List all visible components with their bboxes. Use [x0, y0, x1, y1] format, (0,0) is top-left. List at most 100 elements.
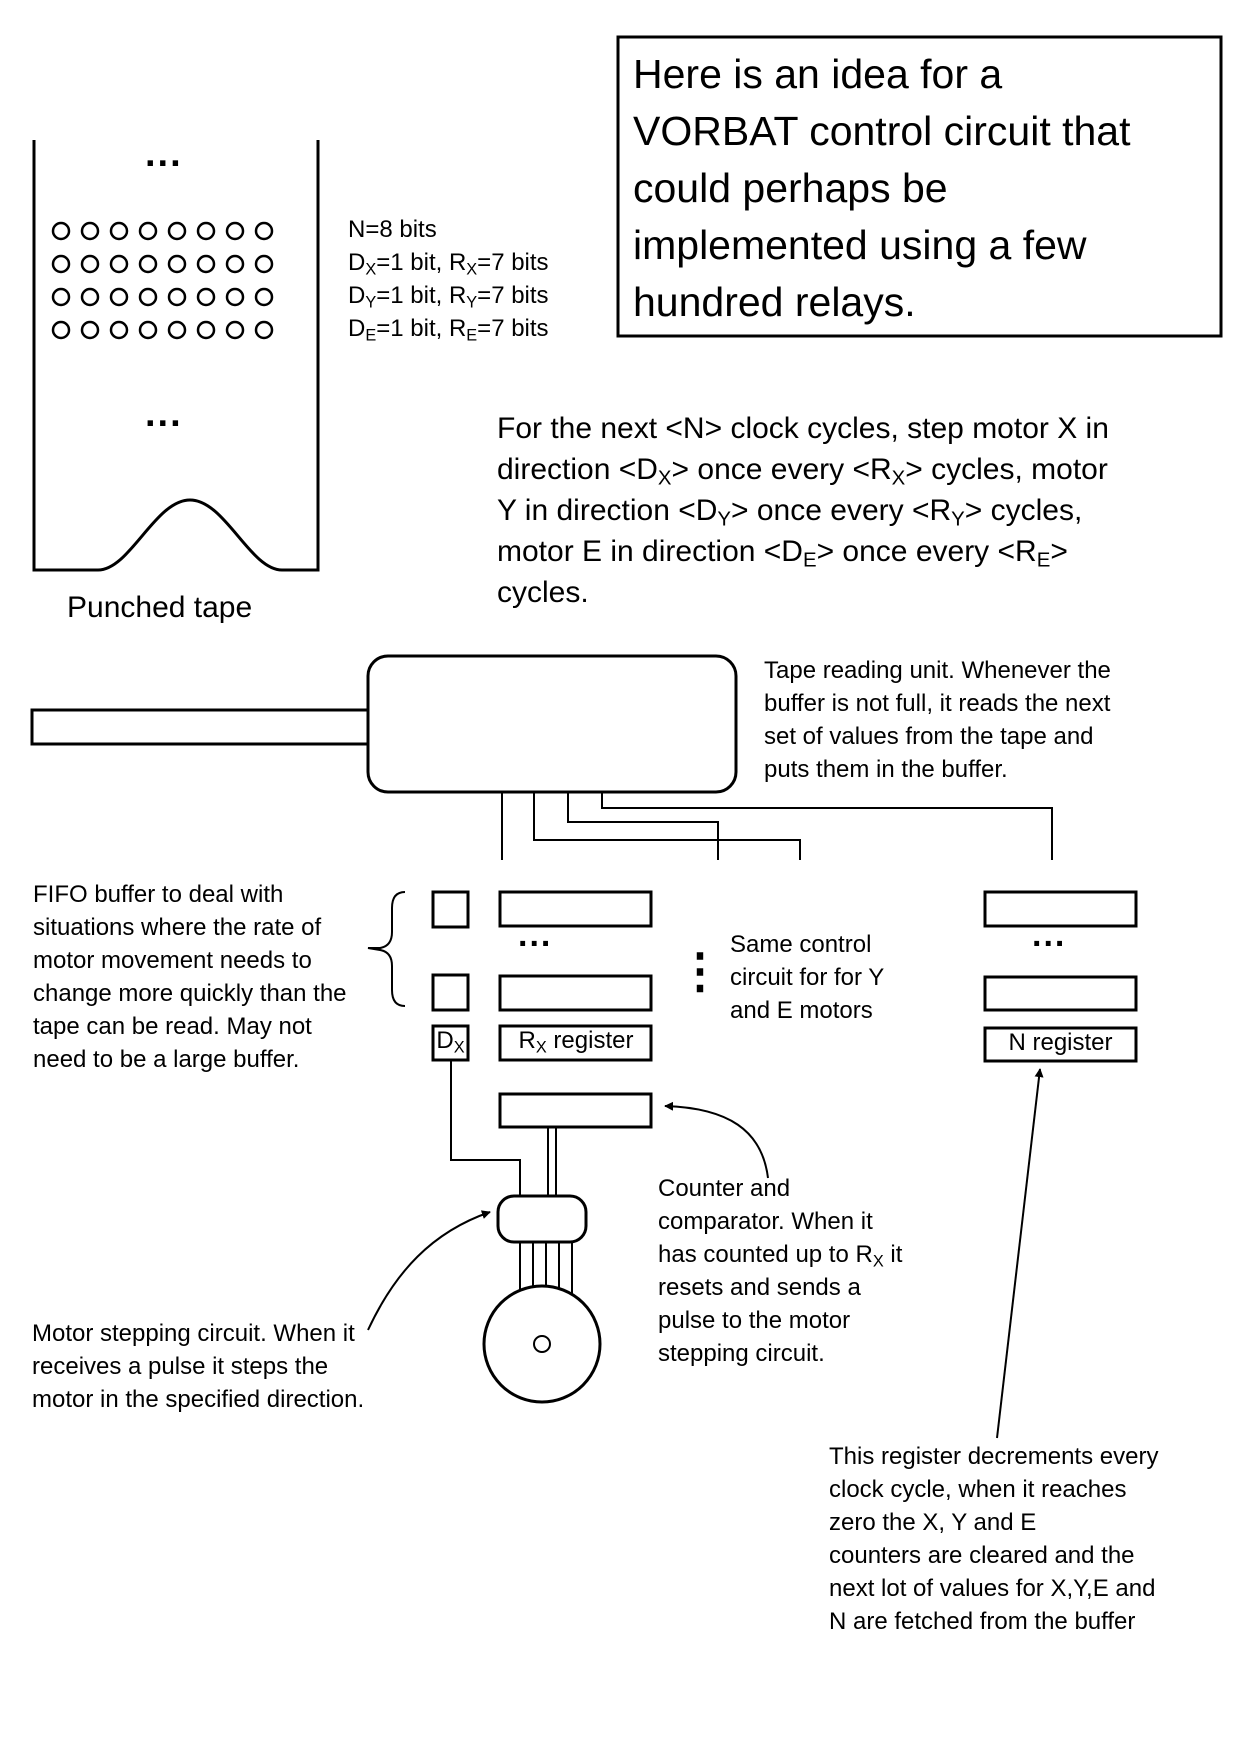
- same-note-line: and E motors: [730, 997, 873, 1024]
- tape-hole: [254, 254, 274, 274]
- counter-note-line: Counter and: [658, 1175, 791, 1202]
- dx-register-label: DX: [436, 1027, 465, 1057]
- tape-hole: [225, 287, 245, 307]
- counter-note: Counter and comparator. When it has coun…: [658, 1172, 902, 1370]
- n-register-label: N register: [1008, 1029, 1113, 1056]
- intro-line: implemented using a few: [633, 222, 1087, 268]
- n-note-line: N are fetched from the buffer: [829, 1608, 1136, 1635]
- n-note-line: clock cycle, when it reaches: [829, 1476, 1127, 1503]
- tape-hole: [196, 221, 216, 241]
- tape-hole: [109, 254, 129, 274]
- rx-register-box: [498, 1024, 653, 1062]
- command-text: For the next <N> clock cycles, step moto…: [497, 408, 1109, 613]
- tape-hole: [138, 254, 158, 274]
- tape-hole: [80, 254, 100, 274]
- tape-hole: [167, 254, 187, 274]
- same-control-note: Same control circuit for for Y and E mot…: [730, 928, 884, 1027]
- tape-hole: [167, 221, 187, 241]
- n-note-line: counters are cleared and the: [829, 1542, 1135, 1569]
- tape-legend: N=8 bits DX=1 bit, RX=7 bits DY=1 bit, R…: [348, 218, 549, 350]
- tape-hole: [196, 287, 216, 307]
- reader-wires: [501, 792, 1053, 860]
- n-note-line: This register decrements every: [829, 1443, 1159, 1470]
- stepper-note-line: motor in the specified direction.: [32, 1386, 365, 1413]
- n-register-note: This register decrements every clock cyc…: [829, 1440, 1158, 1638]
- tape-hole: [109, 320, 129, 340]
- vertical-ellipsis: ⋮: [676, 945, 724, 998]
- tape-ellipsis-bottom: ...: [145, 393, 183, 435]
- command-line: motor E in direction <DE> once every <RE…: [497, 535, 1068, 572]
- counter-note-line: stepping circuit.: [658, 1340, 825, 1367]
- reader-note-line: puts them in the buffer.: [764, 756, 1008, 783]
- same-note-line: circuit for for Y: [730, 964, 885, 991]
- intro-text: Here is an idea for a VORBAT control cir…: [633, 46, 1131, 331]
- legend-x: DX=1 bit, RX=7 bits: [348, 249, 549, 279]
- motor: [482, 1284, 602, 1404]
- tape-hole: [51, 287, 71, 307]
- tape-feed-strip: [30, 708, 368, 746]
- intro-line: could perhaps be: [633, 165, 948, 211]
- tape-hole: [196, 254, 216, 274]
- stepper-arrow: [367, 1210, 491, 1331]
- counter-note-line: has counted up to RX it: [658, 1241, 903, 1271]
- command-line: cycles.: [497, 576, 589, 609]
- fifo-note-line: motor movement needs to: [33, 947, 312, 974]
- tape-hole: [80, 320, 100, 340]
- reader-note-line: Tape reading unit. Whenever the: [764, 657, 1111, 684]
- rx-register-label: RX register: [518, 1027, 634, 1057]
- fifo-note-line: situations where the rate of: [33, 914, 322, 941]
- dx-buffer-cell-top: [431, 890, 470, 929]
- counter-note-line: resets and sends a: [658, 1274, 861, 1301]
- rx-buffer-ellipsis: ...: [518, 916, 553, 954]
- motor-shaft: [533, 1335, 551, 1353]
- tape-hole: [196, 320, 216, 340]
- reader-note-line: buffer is not full, it reads the next: [764, 690, 1111, 717]
- fifo-note: FIFO buffer to deal with situations wher…: [33, 878, 347, 1076]
- motor-stepping-circuit: [496, 1194, 588, 1244]
- counter-note-line: pulse to the motor: [658, 1307, 851, 1334]
- reader-note: Tape reading unit. Whenever the buffer i…: [764, 654, 1111, 786]
- stepper-note-line: Motor stepping circuit. When it: [32, 1320, 355, 1347]
- n-buffer-cell-bottom: [983, 975, 1138, 1012]
- counter-box: [498, 1092, 653, 1129]
- tape-hole: [225, 221, 245, 241]
- rx-buffer-cell-bottom: [498, 974, 653, 1012]
- tape-hole: [51, 221, 71, 241]
- tape-hole: [51, 320, 71, 340]
- rx-buffer-cell-top: [498, 890, 653, 928]
- tape-reading-unit: [366, 654, 738, 794]
- tape-hole: [254, 287, 274, 307]
- counter-note-line: comparator. When it: [658, 1208, 873, 1235]
- n-register-box: [983, 1026, 1138, 1063]
- fifo-note-line: tape can be read. May not: [33, 1013, 312, 1040]
- stepper-wires: [450, 1060, 557, 1198]
- n-buffer-ellipsis: ...: [1032, 916, 1067, 954]
- same-note-line: Same control: [730, 931, 872, 958]
- stepper-note-line: receives a pulse it steps the: [32, 1353, 329, 1380]
- fifo-note-line: need to be a large buffer.: [33, 1046, 300, 1073]
- n-buffer-cell-top: [983, 890, 1138, 928]
- stepper-note: Motor stepping circuit. When it receives…: [32, 1317, 364, 1416]
- command-line: Y in direction <DY> once every <RY> cycl…: [497, 494, 1083, 531]
- tape-hole: [225, 320, 245, 340]
- tape-hole: [167, 287, 187, 307]
- motor-wires: [519, 1242, 573, 1298]
- tape-hole: [80, 287, 100, 307]
- tape-hole: [109, 221, 129, 241]
- n-register-arrow: [996, 1068, 1044, 1439]
- tape-hole: [254, 320, 274, 340]
- counter-arrow: [664, 1101, 769, 1179]
- legend-e: DE=1 bit, RE=7 bits: [348, 315, 549, 345]
- tape-hole: [80, 221, 100, 241]
- fifo-brace: [367, 891, 406, 1007]
- command-line: direction <DX> once every <RX> cycles, m…: [497, 453, 1108, 490]
- intro-box: [616, 35, 1223, 338]
- tape-hole: [51, 254, 71, 274]
- legend-y: DY=1 bit, RY=7 bits: [348, 282, 549, 312]
- tape-ellipsis-top: ...: [145, 133, 183, 175]
- fifo-note-line: change more quickly than the: [33, 980, 347, 1007]
- intro-line: VORBAT control circuit that: [633, 108, 1131, 154]
- tape-holes: [51, 221, 274, 340]
- tape-hole: [225, 254, 245, 274]
